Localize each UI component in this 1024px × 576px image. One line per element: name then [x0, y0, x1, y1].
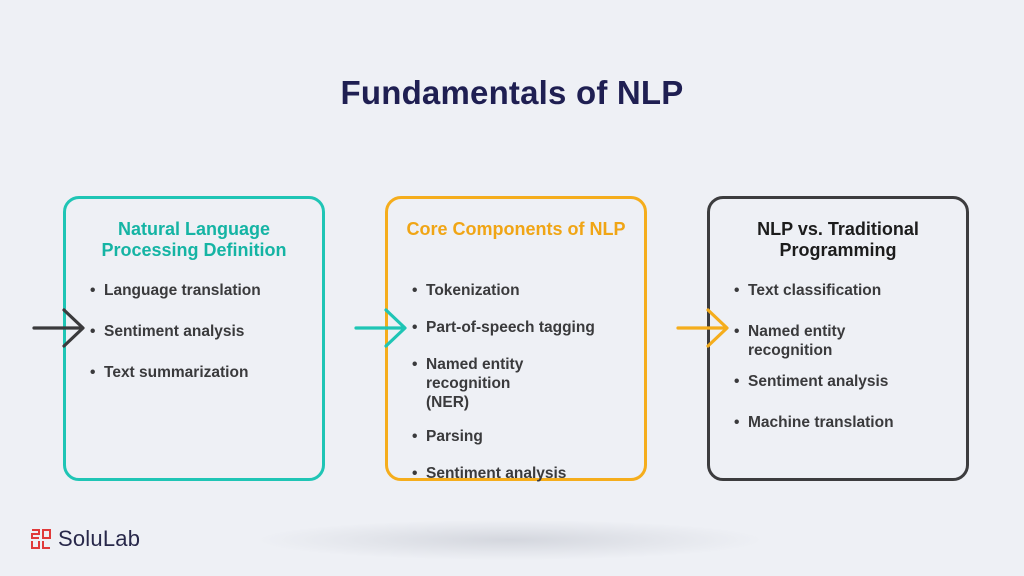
list-item: Sentiment analysis	[412, 464, 634, 483]
bullet-list: Tokenization Part-of-speech tagging Name…	[412, 281, 634, 501]
card-title: Natural Language Processing Definition	[101, 219, 287, 260]
brand-logo: SoluLab	[30, 526, 140, 552]
bullet-list: Language translation Sentiment analysis …	[90, 281, 312, 404]
card-core-components: Core Components of NLP Tokenization Part…	[385, 196, 647, 483]
list-item: Text classification	[734, 281, 956, 300]
list-item: Sentiment analysis	[90, 322, 312, 341]
list-item: Part-of-speech tagging	[412, 318, 634, 337]
decorative-shadow	[260, 520, 760, 560]
list-item: Sentiment analysis	[734, 372, 956, 391]
list-item: Parsing	[412, 427, 634, 446]
list-item: Text summarization	[90, 363, 312, 382]
card-title: NLP vs. Traditional Programming	[757, 219, 919, 260]
list-item: Named entity recognition	[734, 322, 868, 360]
arrow-right-icon	[32, 308, 85, 348]
list-item: Language translation	[90, 281, 312, 300]
brand-name: SoluLab	[58, 526, 141, 551]
arrow-right-icon	[676, 308, 729, 348]
card-nlp-definition: Natural Language Processing Definition L…	[63, 196, 325, 481]
bullet-list: Text classification Named entity recogni…	[734, 281, 956, 454]
list-item: Tokenization	[412, 281, 634, 300]
solulab-logo-icon	[31, 529, 51, 549]
card-nlp-vs-traditional: NLP vs. Traditional Programming Text cla…	[707, 196, 969, 481]
card-title: Core Components of NLP	[406, 219, 626, 239]
list-item: Machine translation	[734, 413, 956, 432]
list-item: Named entity recognition (NER)	[412, 355, 556, 412]
page-title: Fundamentals of NLP	[340, 74, 684, 111]
arrow-right-icon	[354, 308, 407, 348]
